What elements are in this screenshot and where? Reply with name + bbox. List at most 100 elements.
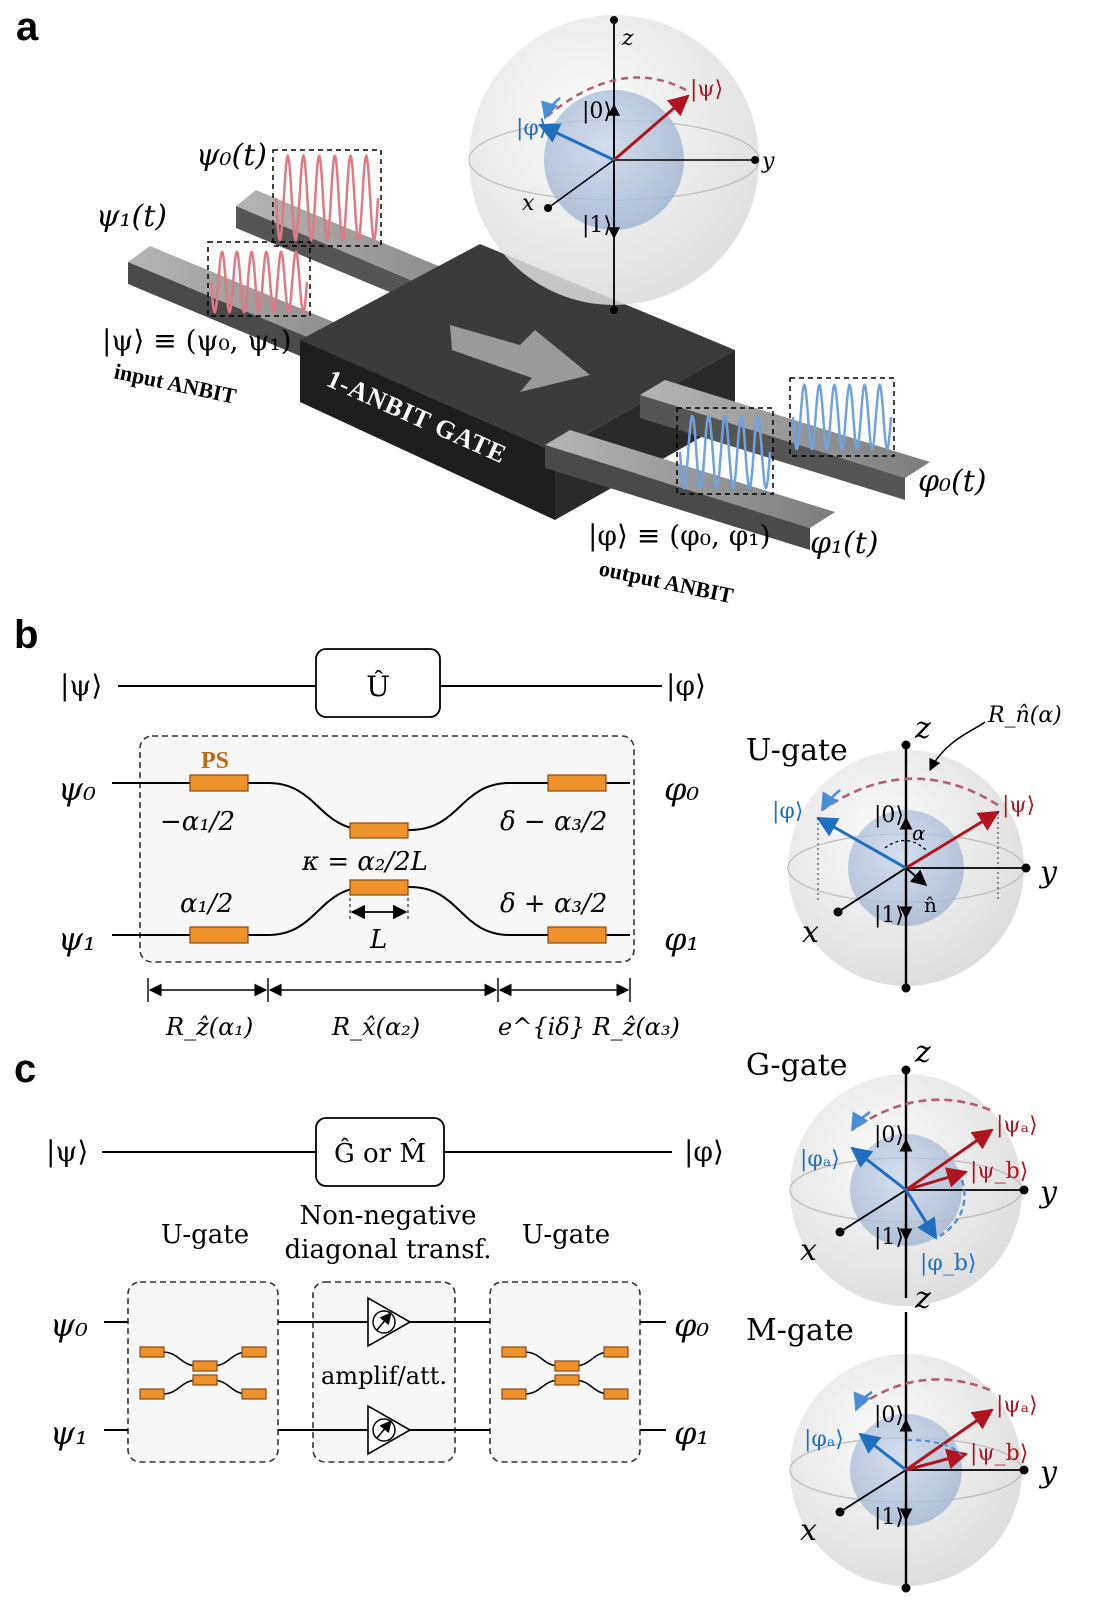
b-rot2-label: R_x̂(α₂) (331, 1013, 420, 1041)
u-sphere-ket0: |0⟩ (874, 803, 904, 828)
c-out-ket: |φ⟩ (684, 1135, 724, 1168)
u-sphere-ket1: |1⟩ (874, 903, 904, 928)
bloch-sphere-m (789, 1312, 1029, 1593)
phi1-t-label: φ₁(t) (810, 526, 879, 561)
b-rot1-label: R_ẑ(α₁) (165, 1013, 253, 1041)
m-sphere-psi-a: |ψₐ⟩ (996, 1393, 1038, 1418)
b-ps-bottom-right-label: δ + α₃/2 (500, 889, 607, 919)
phi0-t-label: φ₀(t) (918, 464, 987, 499)
u-sphere-phi: |φ⟩ (772, 799, 803, 824)
input-state-label: |ψ⟩ ≡ (ψ₀, ψ₁) (102, 324, 292, 357)
b-gate-box (315, 648, 441, 718)
sphere-a-ket1: |1⟩ (582, 213, 612, 238)
b-phase-shifter-top-left (189, 774, 249, 792)
sphere-a-y-axis: y (761, 149, 775, 174)
b-phase-shifter-bottom-right (547, 926, 607, 944)
g-sphere-ket1: |1⟩ (874, 1225, 904, 1250)
c-ugate-left-box (127, 1281, 279, 1463)
psi1-t-label: ψ₁(t) (96, 199, 167, 234)
c-mini-ugate-left (139, 1346, 267, 1400)
input-wave-1 (207, 241, 311, 317)
b-rot3-label: e^{iδ} R_ẑ(α₃) (498, 1013, 680, 1041)
b-ps-top-left-label: −α₁/2 (160, 807, 235, 837)
c-ugate-right-label: U-gate (522, 1220, 610, 1250)
b-out-ket: |φ⟩ (666, 669, 706, 702)
b-gate-box-label: Û (366, 669, 390, 703)
b-phi0: φ₀ (664, 770, 699, 808)
panel-b-letter: b (14, 613, 38, 657)
sphere-a-ket0: |0⟩ (582, 99, 612, 124)
c-amplifier-bottom-icon (313, 1404, 455, 1456)
g-sphere-psi-a: |ψₐ⟩ (996, 1113, 1038, 1138)
output-waveguide-1 (545, 430, 835, 550)
g-sphere-phi-a: |φₐ⟩ (800, 1147, 840, 1172)
m-sphere-x: x (800, 1513, 817, 1548)
psi0-t-label: ψ₀(t) (196, 138, 267, 173)
u-sphere-title: U-gate (746, 733, 848, 768)
panel-c-letter: c (14, 1047, 36, 1091)
input-anbit-label: input ANBIT (112, 358, 239, 408)
b-coupler-bottom (349, 879, 409, 896)
g-sphere-y: y (1038, 1175, 1058, 1210)
c-phi1: φ₁ (674, 1414, 709, 1452)
b-coupler-top (349, 822, 409, 839)
b-ps-bottom-left-label: α₁/2 (180, 889, 233, 919)
panel-a-letter: a (16, 5, 39, 49)
c-in-ket: |ψ⟩ (46, 1135, 88, 1168)
u-sphere-y: y (1038, 855, 1058, 890)
m-sphere-title: M-gate (746, 1313, 854, 1348)
b-psi1: ψ₁ (58, 920, 96, 958)
u-sphere-rotation: R_n̂(α) (987, 703, 1062, 728)
b-circuit-box (139, 735, 635, 963)
sphere-a-x-axis: x (522, 191, 535, 216)
m-sphere-ket1: |1⟩ (874, 1505, 904, 1530)
sphere-a-z-axis: z (621, 26, 634, 51)
output-anbit-label: output ANBIT (597, 555, 736, 608)
m-sphere-z: z (914, 1281, 931, 1316)
u-sphere-n: n̂ (924, 893, 937, 917)
g-sphere-phi-b: |φ_b⟩ (920, 1251, 976, 1276)
m-sphere-psi-b: |ψ_b⟩ (970, 1441, 1028, 1466)
u-sphere-alpha: α (912, 821, 926, 845)
bloch-sphere-a (468, 15, 760, 314)
b-in-ket: |ψ⟩ (60, 669, 102, 702)
u-sphere-z: z (914, 711, 931, 746)
bloch-sphere-g (789, 1065, 1029, 1306)
m-sphere-y: y (1038, 1455, 1058, 1490)
c-psi1: ψ₁ (50, 1414, 88, 1452)
c-middle-line2: diagonal transf. (284, 1235, 491, 1265)
input-wave-0 (272, 149, 382, 247)
g-sphere-z: z (914, 1035, 931, 1070)
output-wave-1 (676, 407, 774, 495)
b-rotation-ranges (147, 978, 631, 1002)
b-ps-top-right-label: δ − α₃/2 (500, 807, 607, 837)
b-phase-shifter-bottom-left (189, 926, 249, 944)
m-sphere-ket0: |0⟩ (874, 1403, 904, 1428)
sphere-a-phi: |φ⟩ (516, 116, 547, 141)
c-mini-ugate-right (501, 1346, 629, 1400)
c-diagonal-box (312, 1281, 456, 1463)
g-sphere-title: G-gate (746, 1048, 848, 1083)
b-phase-shifter-top-right (547, 774, 607, 792)
output-state-label: |φ⟩ ≡ (φ₀, φ₁) (588, 519, 771, 552)
b-phi1: φ₁ (664, 920, 699, 958)
c-ugate-right-box (489, 1281, 641, 1463)
c-gate-box-label: Ĝ or M̂ (334, 1137, 426, 1169)
b-psi0: ψ₀ (58, 770, 96, 808)
c-psi0: ψ₀ (50, 1306, 88, 1344)
b-kappa-label: κ = α₂/2L (301, 847, 428, 877)
u-sphere-psi: |ψ⟩ (1002, 793, 1035, 818)
u-sphere-x: x (802, 915, 819, 950)
c-ugate-left-label: U-gate (161, 1220, 249, 1250)
b-length-label: L (369, 925, 387, 955)
c-phi0: φ₀ (674, 1306, 709, 1344)
g-sphere-x: x (800, 1233, 817, 1268)
output-wave-0 (789, 377, 895, 457)
g-sphere-ket0: |0⟩ (874, 1123, 904, 1148)
direction-arrow-icon (450, 325, 590, 392)
c-middle-line1: Non-negative (299, 1201, 476, 1231)
sphere-a-psi: |ψ⟩ (690, 77, 723, 102)
bloch-sphere-u (787, 721, 1031, 993)
c-amplifier-top-icon (313, 1296, 455, 1348)
